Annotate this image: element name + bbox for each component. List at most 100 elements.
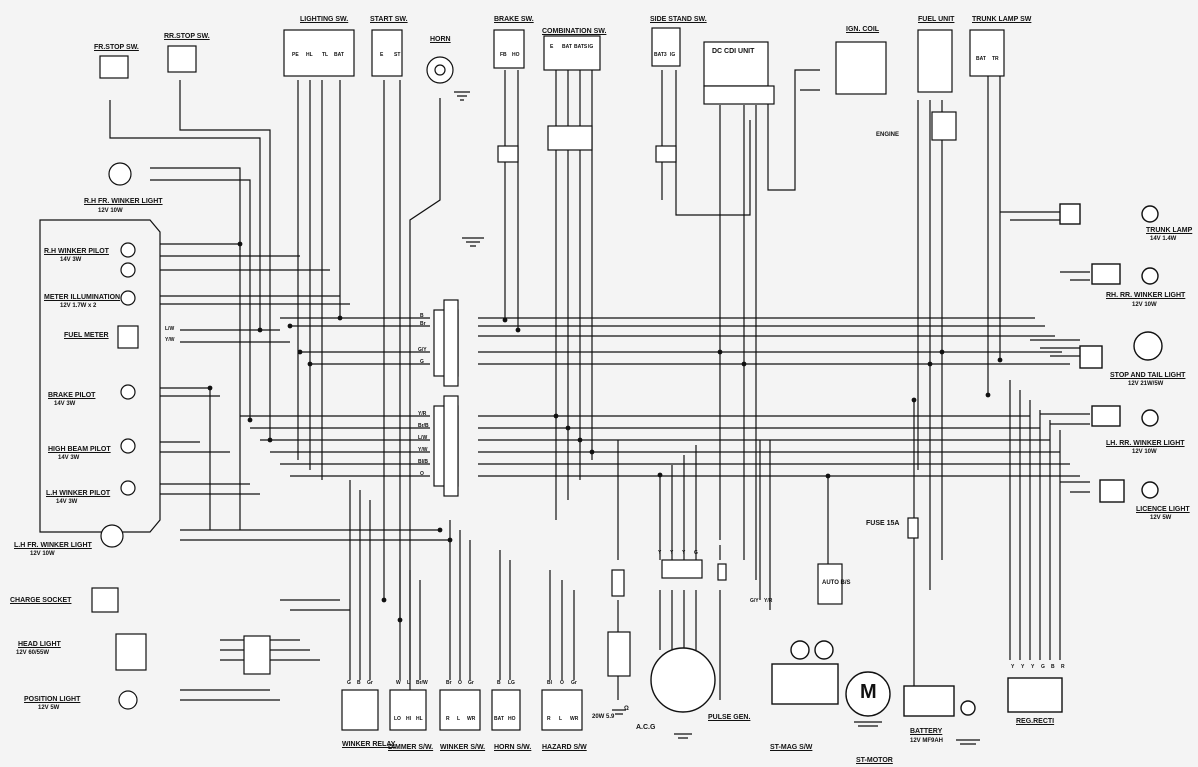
acg-label: A.C.G (636, 724, 656, 731)
combination-terminal: IG (588, 44, 594, 50)
position-light-label: POSITION LIGHT (24, 696, 81, 703)
rh-winker-pilot-spec: 14V 3W (60, 257, 82, 263)
engine-label: ENGINE (876, 132, 900, 138)
hazard-wire: O (560, 680, 564, 686)
combination-sw-label: COMBINATION SW. (542, 28, 607, 35)
trunk-terminal: BAT (976, 56, 986, 62)
rh-fr-winker-spec: 12V 10W (98, 208, 123, 214)
horn-label: HORN (430, 36, 451, 43)
dimmer-wire: W (396, 680, 401, 686)
regulator-wire: Y (1031, 664, 1035, 670)
stop-tail-label: STOP AND TAIL LIGHT (1110, 372, 1186, 379)
dc-cdi-unit-label: DC CDI UNIT (712, 48, 755, 55)
winker-relay-label: WINKER RELAY (342, 741, 396, 748)
dimmer-wire: L (407, 680, 411, 686)
brake-terminal: HO (512, 52, 520, 58)
trunk-terminal: TR (992, 56, 999, 62)
high-beam-pilot-label: HIGH BEAM PILOT (48, 446, 111, 453)
fuel-meter-wire: Y/W (165, 337, 175, 343)
auto-bs-label: AUTO B/S (822, 580, 851, 586)
combination-terminal: BAT (562, 44, 572, 50)
brake-terminal: FB (500, 52, 507, 58)
relay-wire: G (347, 680, 351, 686)
licence-light-spec: 12V 5W (1150, 515, 1172, 521)
horn-wire: B (497, 680, 501, 686)
dimmer-terminal: HI (406, 716, 411, 722)
position-light-spec: 12V 5W (38, 705, 60, 711)
regulator-wire: B (1051, 664, 1055, 670)
brake-sw-label: BRAKE SW. (494, 16, 534, 23)
combination-terminal: BATS (574, 44, 588, 50)
lh-fr-winker-spec: 12V 10W (30, 551, 55, 557)
hazard-terminal: WR (570, 716, 579, 722)
lighting-terminal: BAT (334, 52, 344, 58)
rh-fr-winker-label: R.H FR. WINKER LIGHT (84, 198, 163, 205)
licence-light-label: LICENCE LIGHT (1136, 506, 1190, 513)
pulse-wire: Y (658, 550, 662, 556)
st-mag-sw-label: ST-MAG S/W (770, 744, 813, 751)
pulse-wire: Y (670, 550, 674, 556)
left-connector-wire: Y/R (418, 411, 427, 417)
pulse-wire: Y (682, 550, 686, 556)
winker-terminal: L (457, 716, 461, 722)
regulator-wire: Y (1011, 664, 1015, 670)
left-connector-wire: Y/W (418, 447, 428, 453)
lh-rr-winker-label: LH. RR. WINKER LIGHT (1106, 440, 1185, 447)
dimmer-terminal: HL (416, 716, 423, 722)
regulator-wire: G (1041, 664, 1045, 670)
trunk-lamp-sw-label: TRUNK LAMP SW (972, 16, 1032, 23)
winker-terminal: WR (467, 716, 476, 722)
dimmer-sw-label: DIMMER S/W. (388, 744, 434, 751)
upper-connector-wire: G/Y (418, 347, 427, 353)
upper-connector-wire: G (420, 359, 424, 365)
horn-terminal: BAT (494, 716, 504, 722)
high-beam-pilot-spec: 14V 3W (58, 455, 80, 461)
lh-winker-pilot-spec: 14V 3W (56, 499, 78, 505)
reg-recti-label: REG.RECTI (1016, 718, 1055, 725)
rh-winker-pilot-label: R.H WINKER PILOT (44, 248, 109, 255)
dimmer-wire: Br/W (416, 680, 428, 686)
horn-sw-label: HORN S/W. (494, 744, 532, 751)
relay-wire: B (357, 680, 361, 686)
acg-unit: Ω (624, 706, 629, 712)
meter-illumination-spec: 12V 1.7W x 2 (60, 303, 97, 309)
upper-connector-wire: Br (420, 321, 426, 327)
wire-junctions (207, 241, 1003, 623)
trunk-lamp-spec: 14V 1.4W (1150, 236, 1177, 242)
combination-terminal: E (550, 44, 554, 50)
wiring-harness (109, 69, 1090, 701)
battery-label: BATTERY (910, 728, 943, 735)
top-switches (99, 27, 1005, 105)
fuse-label: FUSE 15A (866, 520, 900, 527)
side-stand-sw-label: SIDE STAND SW. (650, 16, 707, 23)
winker-sw-label: WINKER S/W. (440, 744, 486, 751)
left-connector-wire: Br/B (418, 423, 429, 429)
head-light-label: HEAD LIGHT (18, 641, 61, 648)
trunk-lamp-label: TRUNK LAMP (1146, 227, 1193, 234)
hazard-wire: Bl (547, 680, 552, 686)
head-light-spec: 12V 60/55W (16, 650, 50, 656)
lh-fr-winker-label: L.H FR. WINKER LIGHT (14, 542, 92, 549)
stop-tail-spec: 12V 21W/5W (1128, 381, 1164, 387)
battery-spec: 12V MF9AH (910, 738, 944, 744)
ign-coil-label: IGN. COIL (846, 26, 880, 33)
bottom-switches (341, 689, 583, 731)
regulator-wire: R (1061, 664, 1065, 670)
lh-rr-winker-spec: 12V 10W (1132, 449, 1157, 455)
winker-terminal: R (446, 716, 450, 722)
mag-wire: G/Y (750, 598, 759, 604)
winker-wire: O (458, 680, 462, 686)
hazard-wire: Gr (571, 680, 577, 686)
start-terminal: E (380, 52, 384, 58)
hazard-terminal: R (547, 716, 551, 722)
motor-symbol: M (860, 681, 877, 703)
lh-winker-pilot-label: L.H WINKER PILOT (46, 490, 111, 497)
start-sw-label: START SW. (370, 16, 408, 23)
rh-rr-winker-spec: 12V 10W (1132, 302, 1157, 308)
regulator-wire: Y (1021, 664, 1025, 670)
ground-symbols (454, 91, 980, 745)
start-terminal: ST (394, 52, 401, 58)
power-components (650, 203, 1163, 717)
meter-illumination-label: METER ILLUMINATION (44, 294, 121, 301)
